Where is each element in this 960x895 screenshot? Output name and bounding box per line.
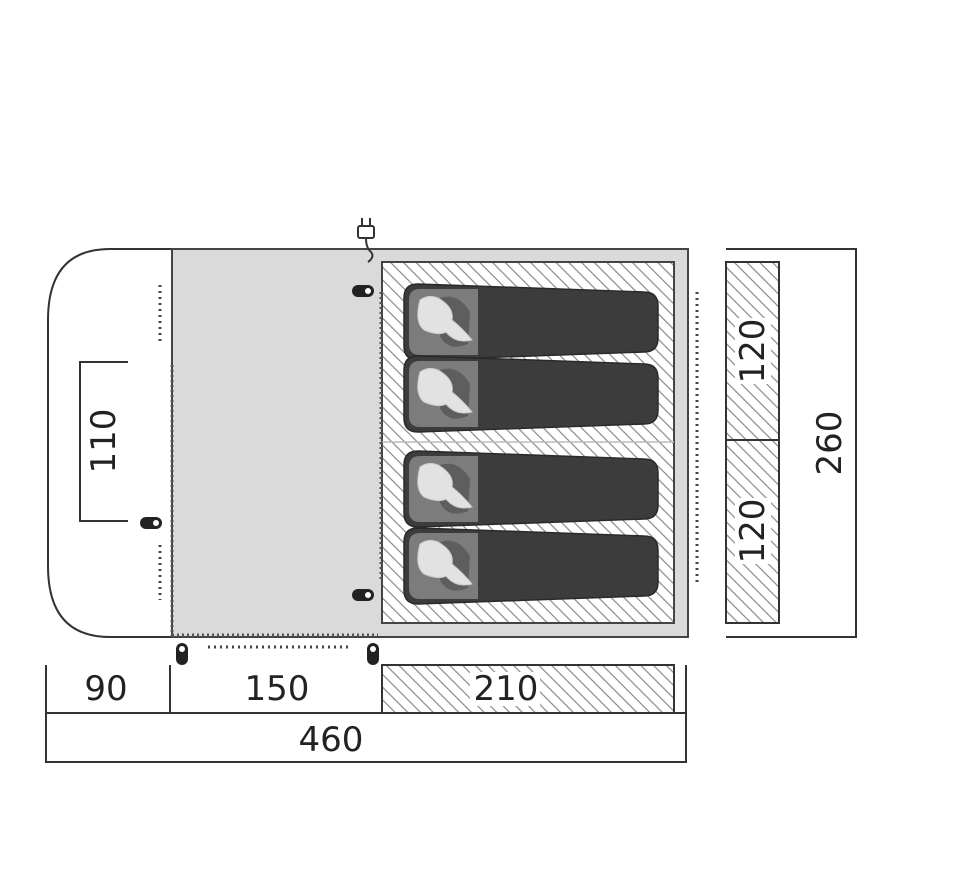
- zipper-toggle-icon: [367, 643, 379, 665]
- sleeping-bag-icon: [403, 283, 659, 361]
- zipper-toggle-icon: [352, 285, 374, 297]
- door-opening-bracket: [79, 361, 128, 522]
- bedroom-width-lower-label: 120: [733, 499, 773, 564]
- zipper-toggle-icon: [176, 643, 188, 665]
- lower-label-bg: [735, 498, 771, 564]
- total-length-label: 460: [299, 720, 364, 760]
- bedroom-depth-label-bg: [470, 672, 540, 706]
- vestibule-outline: [47, 248, 172, 638]
- door-opening-width-label: 110: [84, 409, 124, 474]
- total-width-bracket: [726, 248, 857, 638]
- sleeping-bag-icon: [403, 355, 659, 433]
- zipper-toggle-icon: [140, 517, 162, 529]
- upper-label-bg: [735, 318, 771, 384]
- vestibule-depth-label: 90: [84, 669, 127, 709]
- bedroom-depth-label: 210: [474, 669, 539, 709]
- sleeping-bag-icon: [403, 450, 659, 528]
- electric-plug-icon: [357, 218, 375, 263]
- bedroom-width-upper-label: 120: [733, 319, 773, 384]
- total-width-label: 260: [810, 411, 850, 476]
- sleeping-bag-icon: [403, 527, 659, 605]
- living-depth-label: 150: [245, 669, 310, 709]
- zipper-toggle-icon: [352, 589, 374, 601]
